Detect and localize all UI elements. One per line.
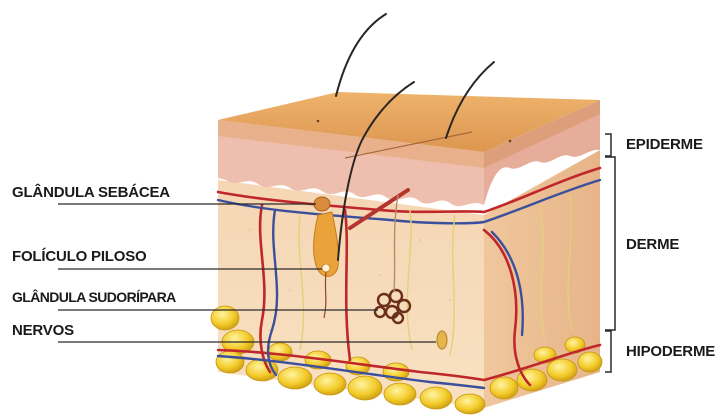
label-sebaceous-gland: GLÂNDULA SEBÁCEA	[12, 184, 170, 201]
label-dermis: DERME	[626, 236, 679, 253]
bracket-epidermis	[605, 134, 611, 156]
bracket-hypodermis	[605, 331, 611, 372]
bracket-dermis	[605, 157, 615, 330]
label-sweat-gland: GLÂNDULA SUDORÍPARA	[12, 289, 176, 305]
label-epidermis: EPIDERME	[626, 136, 703, 153]
label-hair-follicle: FOLÍCULO PILOSO	[12, 248, 147, 265]
label-hypodermis: HIPODERME	[626, 343, 715, 360]
label-nerves: NERVOS	[12, 322, 74, 339]
sebaceous-gland	[314, 197, 330, 211]
nerve-receptor	[437, 331, 447, 349]
